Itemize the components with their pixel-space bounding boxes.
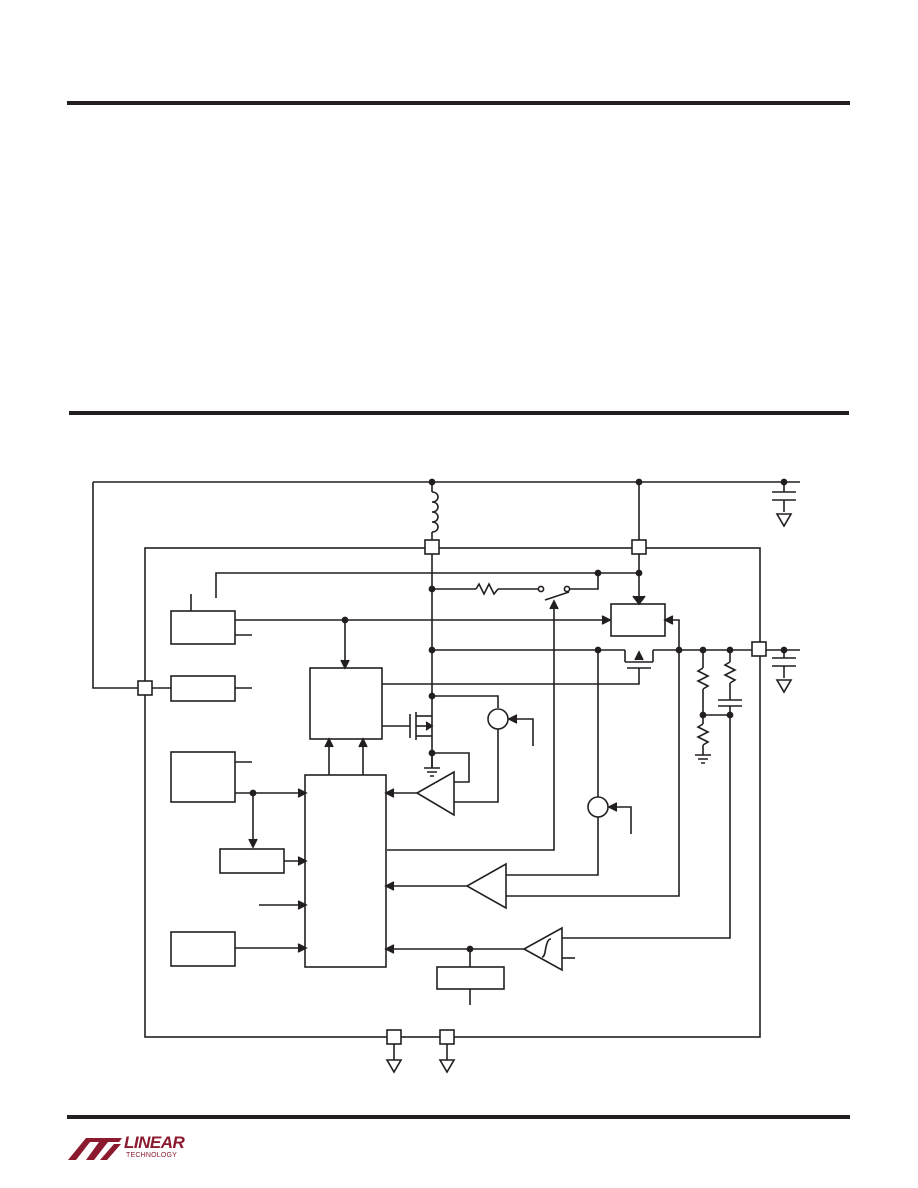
logo-subtext: TECHNOLOGY: [126, 1152, 178, 1159]
resistor-icon: [723, 661, 737, 684]
pin-box-icon: [631, 539, 647, 555]
hysteresis-comparator-icon: [522, 926, 563, 972]
footer-rule: [67, 1115, 850, 1119]
ground-icon: [424, 767, 440, 777]
block-diagram-section-rule: [69, 411, 849, 415]
current-source-icon: [487, 708, 509, 730]
pin-box-icon: [424, 539, 440, 555]
ground-icon: [775, 679, 793, 694]
block-vin-sense: [170, 675, 236, 702]
block-logic: [304, 774, 387, 968]
resistor-icon: [475, 582, 499, 596]
block-ss: [170, 751, 236, 803]
top-section-rule: [67, 101, 850, 105]
block-driver: [309, 667, 383, 740]
switch-icon: [537, 585, 571, 601]
capacitor-icon: [772, 650, 796, 678]
pin-box-icon: [137, 680, 153, 696]
pin-box-icon: [386, 1029, 402, 1045]
linear-technology-logo: [68, 1138, 122, 1160]
comparator-icon: [465, 862, 507, 910]
block-en: [170, 610, 236, 645]
block-reference: [436, 966, 505, 990]
inductor-icon: [431, 482, 439, 540]
ground-icon: [775, 513, 793, 528]
current-source-icon: [587, 796, 609, 818]
resistor-icon: [696, 667, 710, 690]
capacitor-icon: [718, 699, 742, 707]
pmos-transistor-icon: [624, 650, 654, 674]
resistor-icon: [696, 723, 710, 746]
supply-wire-left: [92, 482, 138, 689]
nmos-transistor-icon: [409, 712, 434, 740]
comparator-icon: [415, 770, 455, 817]
ground-icon: [438, 1059, 456, 1074]
capacitor-icon: [772, 482, 796, 512]
ground-icon: [695, 754, 711, 764]
pin-box-icon: [751, 641, 767, 657]
block-osc: [219, 848, 285, 874]
pin-box-icon: [439, 1029, 455, 1045]
ground-icon: [385, 1059, 403, 1074]
block-pgood: [170, 931, 236, 967]
logo-wordmark: LINEAR: [124, 1133, 185, 1152]
block-ideal-diode: [610, 603, 666, 637]
